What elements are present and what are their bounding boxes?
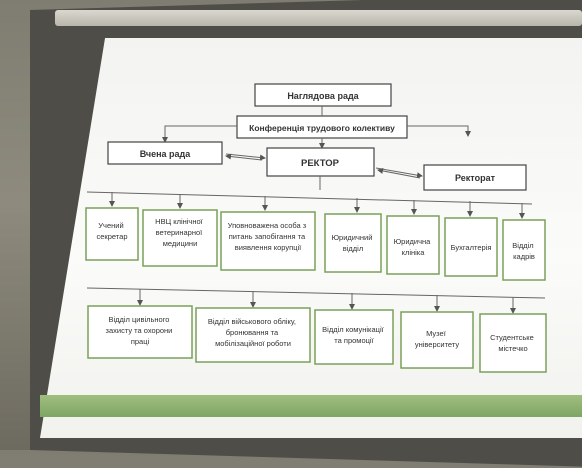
supervisory-board-node: Наглядова рада <box>254 83 392 107</box>
rectorate-label: Ректорат <box>455 173 496 183</box>
row2-text: містечко <box>498 344 527 353</box>
svg-text:Музеї університету: Музеї університету <box>415 329 460 349</box>
row1-text: питань запобігання та <box>229 232 306 241</box>
labor-conference-label: Конференція трудового колективу <box>249 123 395 133</box>
svg-text:Уповноважена особа з пит: Уповноважена особа з питань запобігання … <box>228 221 309 252</box>
row2-text: мобілізаційної роботи <box>215 339 291 348</box>
row2-text: університету <box>415 340 460 349</box>
row2-node-civil-defense: Відділ цивільного захисту та охорони пра… <box>87 305 193 359</box>
row1-node-accounting: Бухгалтерія <box>444 217 498 277</box>
row1-text: НВЦ клінічної <box>155 217 203 226</box>
row1-text: Відділ <box>512 241 533 250</box>
row1-text: Учений <box>98 221 123 230</box>
row1-text: медицини <box>163 239 198 248</box>
row1-text: відділ <box>343 244 363 253</box>
row1-text: Юридичний <box>331 233 372 242</box>
row2-text: праці <box>131 337 150 346</box>
row1-text: Бухгалтерія <box>451 243 492 252</box>
row1-node-vet-clinic: НВЦ клінічної ветеринарної медицини <box>142 209 218 267</box>
row2-text: Відділ цивільного <box>108 315 169 324</box>
row1-node-scientific-secretary: Учений секретар <box>85 207 139 261</box>
row2-node-communications: Відділ комунікації та промоції <box>314 309 394 365</box>
row1-node-legal-clinic: Юридична клініка <box>386 215 440 275</box>
row1-text: ветеринарної <box>156 228 204 237</box>
row1-node-hr: Відділ кадрів <box>502 219 546 281</box>
row2-node-student-campus: Студентське містечко <box>479 313 547 373</box>
svg-text:Відділ цивільного захист: Відділ цивільного захисту та охорони пра… <box>106 315 175 346</box>
row2-text: Відділ комунікації <box>322 325 384 334</box>
academic-council-node: Вчена рада <box>107 141 223 165</box>
rector-label: РЕКТОР <box>301 158 340 169</box>
row2-node-military-registration: Відділ військового обліку, бронювання та… <box>195 307 311 363</box>
org-chart-diagram: Наглядова рада Конференція трудового кол… <box>85 83 547 373</box>
row1-node-anticorruption-officer: Уповноважена особа з питань запобігання … <box>220 211 316 271</box>
row2-text: Студентське <box>490 333 534 342</box>
svg-text:НВЦ клінічної ветеринарн: НВЦ клінічної ветеринарної медицини <box>155 217 205 248</box>
svg-text:Юридична клініка: Юридична клініка <box>394 237 433 257</box>
row2-node-university-museums: Музеї університету <box>400 311 474 369</box>
svg-text:Відділ комунікації та пр: Відділ комунікації та промоції <box>322 325 386 345</box>
row2-text: захисту та охорони <box>106 326 173 335</box>
row1-text: Уповноважена особа з <box>228 221 307 230</box>
row2-text: Музеї <box>426 329 447 338</box>
svg-text:Студентське містечко: Студентське містечко <box>490 333 536 353</box>
row1-text: секретар <box>97 232 128 241</box>
svg-text:Відділ військового обліку,: Відділ військового обліку, бронювання та… <box>208 317 298 348</box>
labor-conference-node: Конференція трудового колективу <box>236 115 408 139</box>
projector-casing <box>55 10 582 26</box>
rector-node: РЕКТОР <box>266 147 375 177</box>
svg-text:Учений секретар: Учений секретар <box>97 221 128 241</box>
svg-text:Юридичний відділ: Юридичний відділ <box>331 233 374 253</box>
row2-text: та промоції <box>334 336 374 345</box>
rectorate-node: Ректорат <box>423 164 527 191</box>
row1-text: Юридична <box>394 237 432 246</box>
row1-text: клініка <box>402 248 426 257</box>
svg-text:Бухгалтерія: Бухгалтерія <box>451 243 492 252</box>
row1-node-legal-department: Юридичний відділ <box>324 213 382 273</box>
connectors <box>86 106 546 314</box>
slide-bottom-bar <box>40 395 582 417</box>
row1-text: виявлення корупції <box>235 243 302 252</box>
row1-text: кадрів <box>513 252 535 261</box>
supervisory-board-label: Наглядова рада <box>287 91 359 101</box>
academic-council-label: Вчена рада <box>140 149 192 159</box>
svg-text:Відділ кадрів: Відділ кадрів <box>512 241 536 261</box>
row2-text: Відділ військового обліку, <box>208 317 296 326</box>
row2-text: бронювання та <box>226 328 279 337</box>
